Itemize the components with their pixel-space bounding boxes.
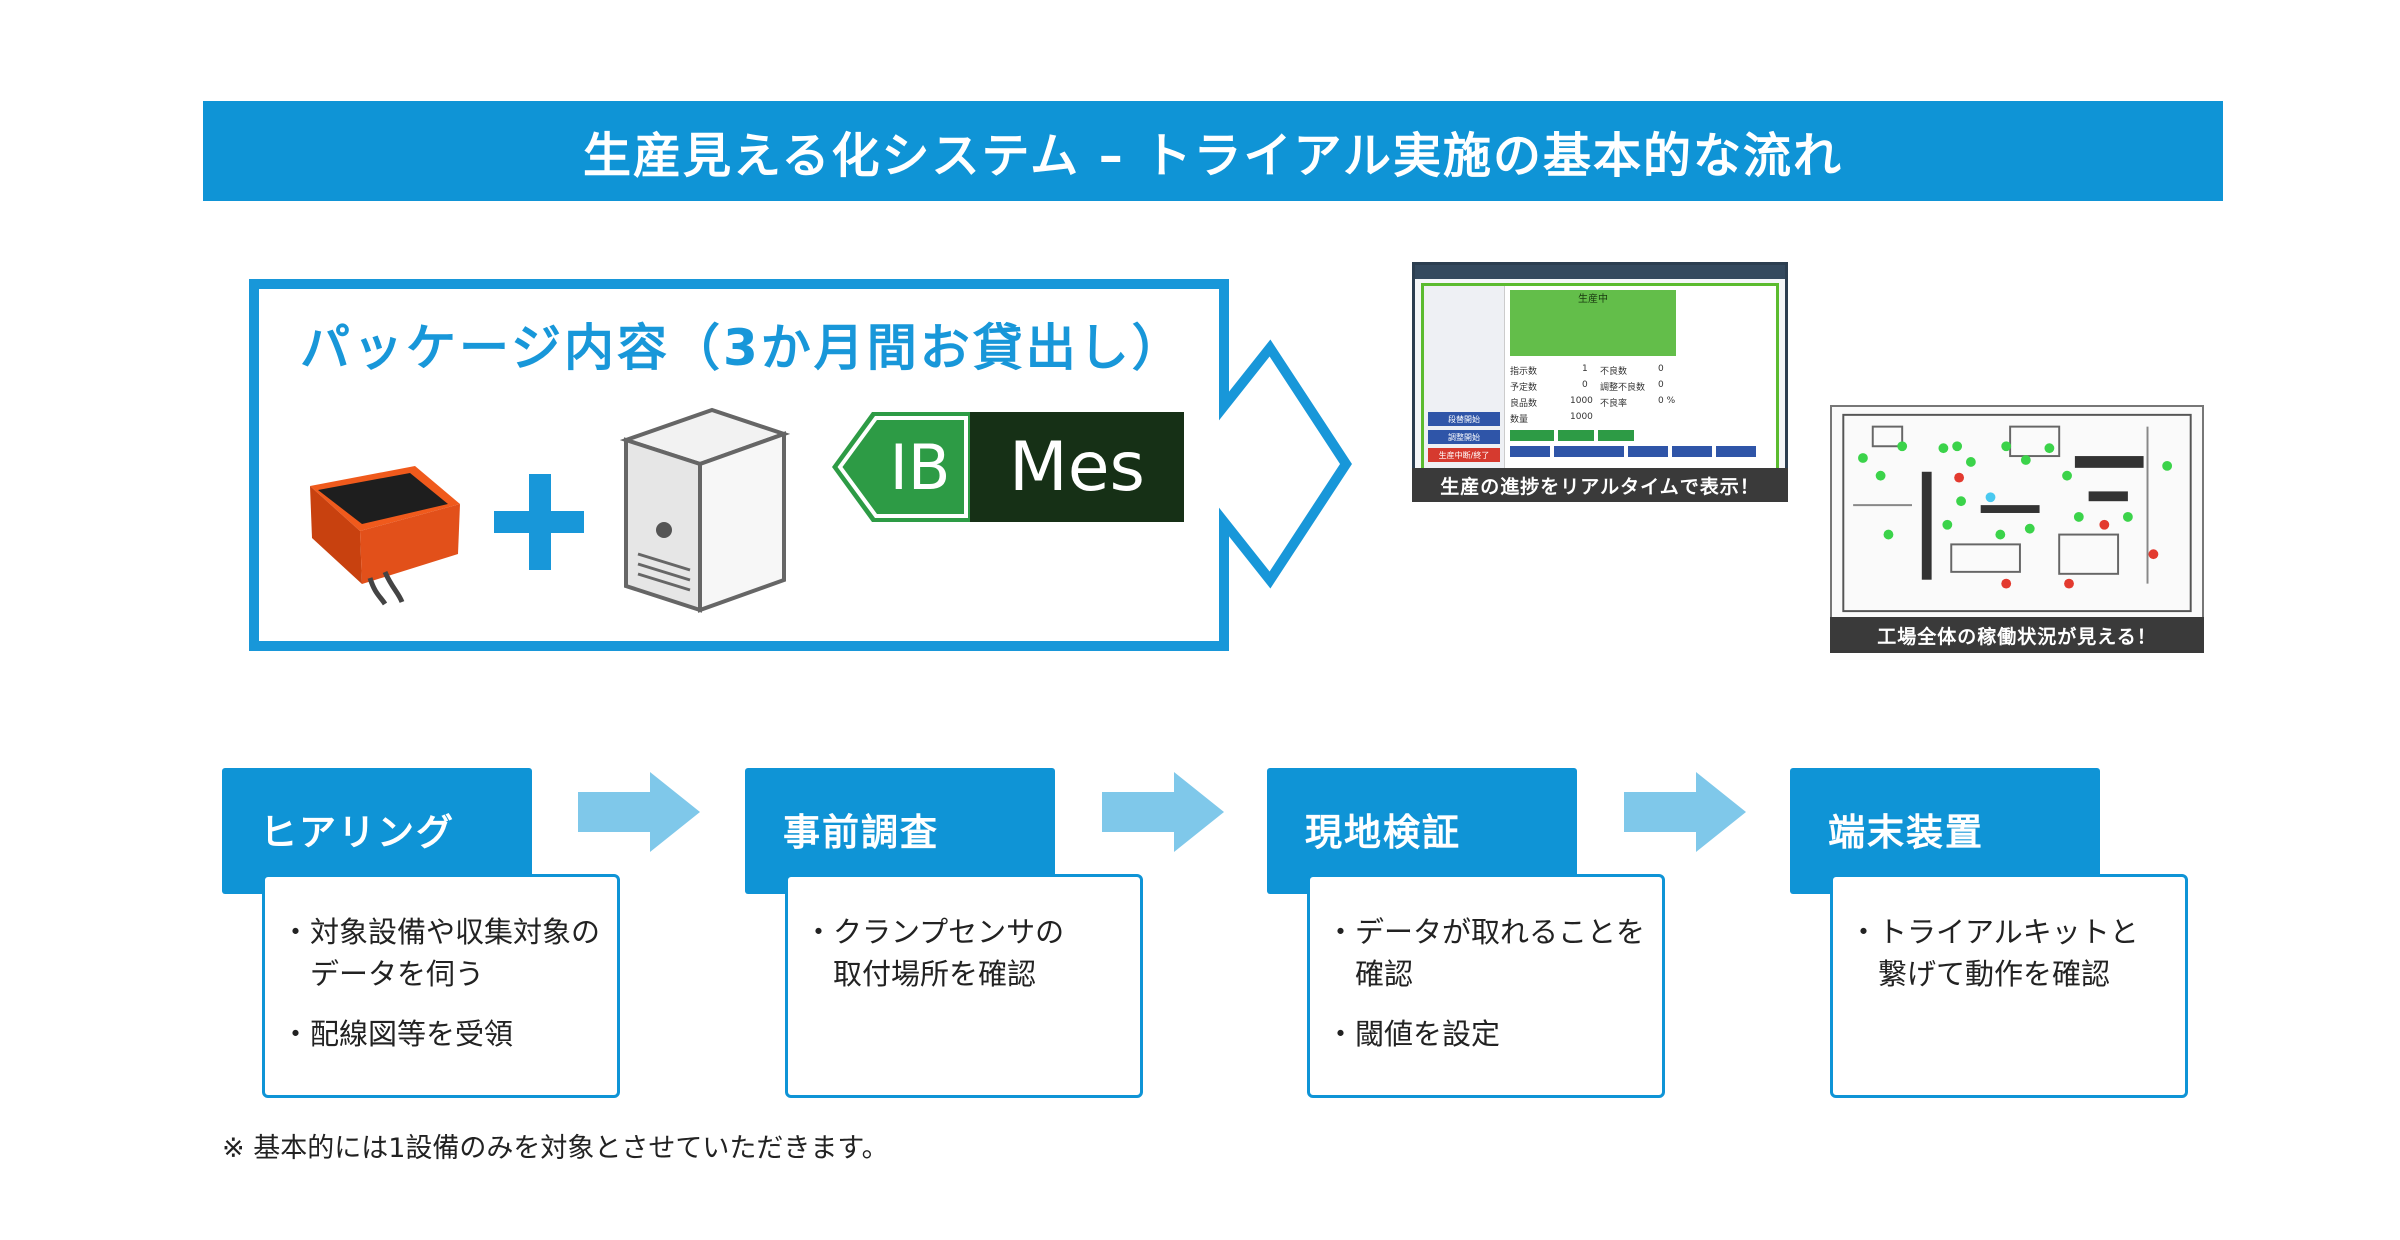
step-item-line: ・配線図等を受領	[281, 1017, 514, 1051]
step-box-terminal-device: ・トライアルキットと 繋げて動作を確認	[1830, 874, 2188, 1098]
step-title-hearing: ヒアリング	[222, 768, 532, 894]
stat-label: 予定数	[1510, 383, 1538, 393]
status-panel: 生産中	[1510, 290, 1676, 356]
stat-label: 良品数	[1510, 399, 1538, 409]
step-box-pre-survey: ・クランプセンサの 取付場所を確認	[785, 874, 1143, 1098]
step-item-line: ・対象設備や収集対象の	[281, 915, 601, 949]
server-icon	[620, 407, 790, 613]
step-box-onsite-verification: ・データが取れることを 確認 ・閾値を設定	[1307, 874, 1665, 1098]
sensor-device-icon	[310, 466, 460, 606]
step-item-line: 取付場所を確認	[804, 957, 1037, 991]
page-title: 生産見える化システム – トライアル実施の基本的な流れ	[203, 101, 2223, 201]
footnote: ※ 基本的には1設備のみを対象とさせていただきます。	[222, 1133, 889, 1164]
production-screen-caption: 生産の進捗をリアルタイムで表示！	[1412, 468, 1788, 502]
setup-start-button: 段替開始	[1428, 412, 1500, 426]
production-screen-thumbnail: 段替開始 調整開始 生産中断/終了 生産中 指示数 1 予定数 0 良品数 10…	[1412, 262, 1788, 502]
step-item-line: ・閾値を設定	[1326, 1017, 1501, 1051]
stat-value: 1	[1582, 364, 1588, 374]
step-item-line: データを伺う	[281, 957, 485, 991]
ibmes-logo: IB Mes	[832, 412, 1184, 522]
stat-label: 調整不良数	[1600, 383, 1646, 393]
step-title-onsite-verification: 現地検証	[1267, 768, 1577, 894]
step-item-line: ・クランプセンサの	[804, 915, 1065, 949]
step-item-line: 確認	[1326, 957, 1414, 991]
stat-label: 数量	[1510, 415, 1529, 425]
step-arrow-icon	[1624, 772, 1746, 852]
stat-label: 不良率	[1600, 399, 1628, 409]
stat-label: 不良数	[1600, 367, 1628, 377]
step-item-line: 繋げて動作を確認	[1849, 957, 2111, 991]
stat-value: 1000	[1570, 412, 1593, 422]
stat-label: 指示数	[1510, 367, 1538, 377]
step-arrow-icon	[578, 772, 700, 852]
stat-value: 0	[1582, 380, 1588, 390]
step-arrow-icon	[1102, 772, 1224, 852]
package-arrow-frame	[249, 279, 1352, 651]
logo-ib-text: IB	[889, 430, 951, 504]
adjust-start-button: 調整開始	[1428, 430, 1500, 444]
step-title-terminal-device: 端末装置	[1790, 768, 2100, 894]
stat-value: 0 %	[1658, 396, 1676, 406]
step-item-line: ・データが取れることを	[1326, 915, 1646, 949]
stop-button: 生産中断/終了	[1428, 448, 1500, 462]
stat-value: 1000	[1570, 396, 1593, 406]
step-item-line: ・トライアルキットと	[1849, 915, 2139, 949]
package-title: パッケージ内容（3か月間お貸出し）	[300, 319, 1185, 377]
stat-value: 0	[1658, 380, 1664, 390]
logo-mes-text: Mes	[970, 412, 1184, 522]
step-box-hearing: ・対象設備や収集対象の データを伺う ・配線図等を受領	[262, 874, 620, 1098]
factory-map-caption: 工場全体の稼働状況が見える！	[1830, 617, 2204, 653]
stat-value: 0	[1658, 364, 1664, 374]
plus-icon	[494, 474, 584, 570]
step-title-pre-survey: 事前調査	[745, 768, 1055, 894]
factory-floor-map	[1830, 405, 2204, 619]
status-badge: 生産中	[1578, 294, 1608, 305]
